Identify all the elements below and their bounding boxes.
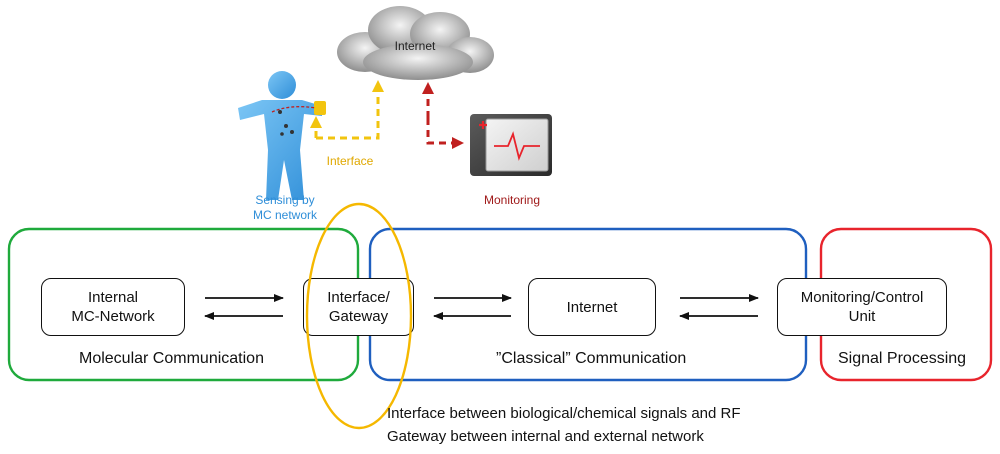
monitor-icon [470,114,552,176]
monitoring-arrow [422,82,464,149]
note-line-2: Gateway between internal and external ne… [387,428,704,445]
classical-communication-label: ”Classical” Communication [496,350,687,367]
interface-gateway-box: Interface/ Gateway [303,278,414,336]
person-icon [238,71,326,200]
person-label: Sensing by MC network [252,193,317,222]
cloud-label: Internet [394,39,436,53]
signal-processing-label: Signal Processing [838,350,967,367]
monitor-label: Monitoring [483,193,541,207]
connector-arrows [204,294,759,320]
monitoring-control-unit-box: Monitoring/Control Unit [777,278,947,336]
molecular-communication-label: Molecular Communication [79,350,264,367]
interface-arrow [310,80,384,140]
internal-mc-network-box: Internal MC-Network [41,278,185,336]
note-line-1: Interface between biological/chemical si… [387,405,741,422]
internet-cloud-icon [337,6,494,80]
interface-label: Interface [326,154,374,168]
internet-box: Internet [528,278,656,336]
